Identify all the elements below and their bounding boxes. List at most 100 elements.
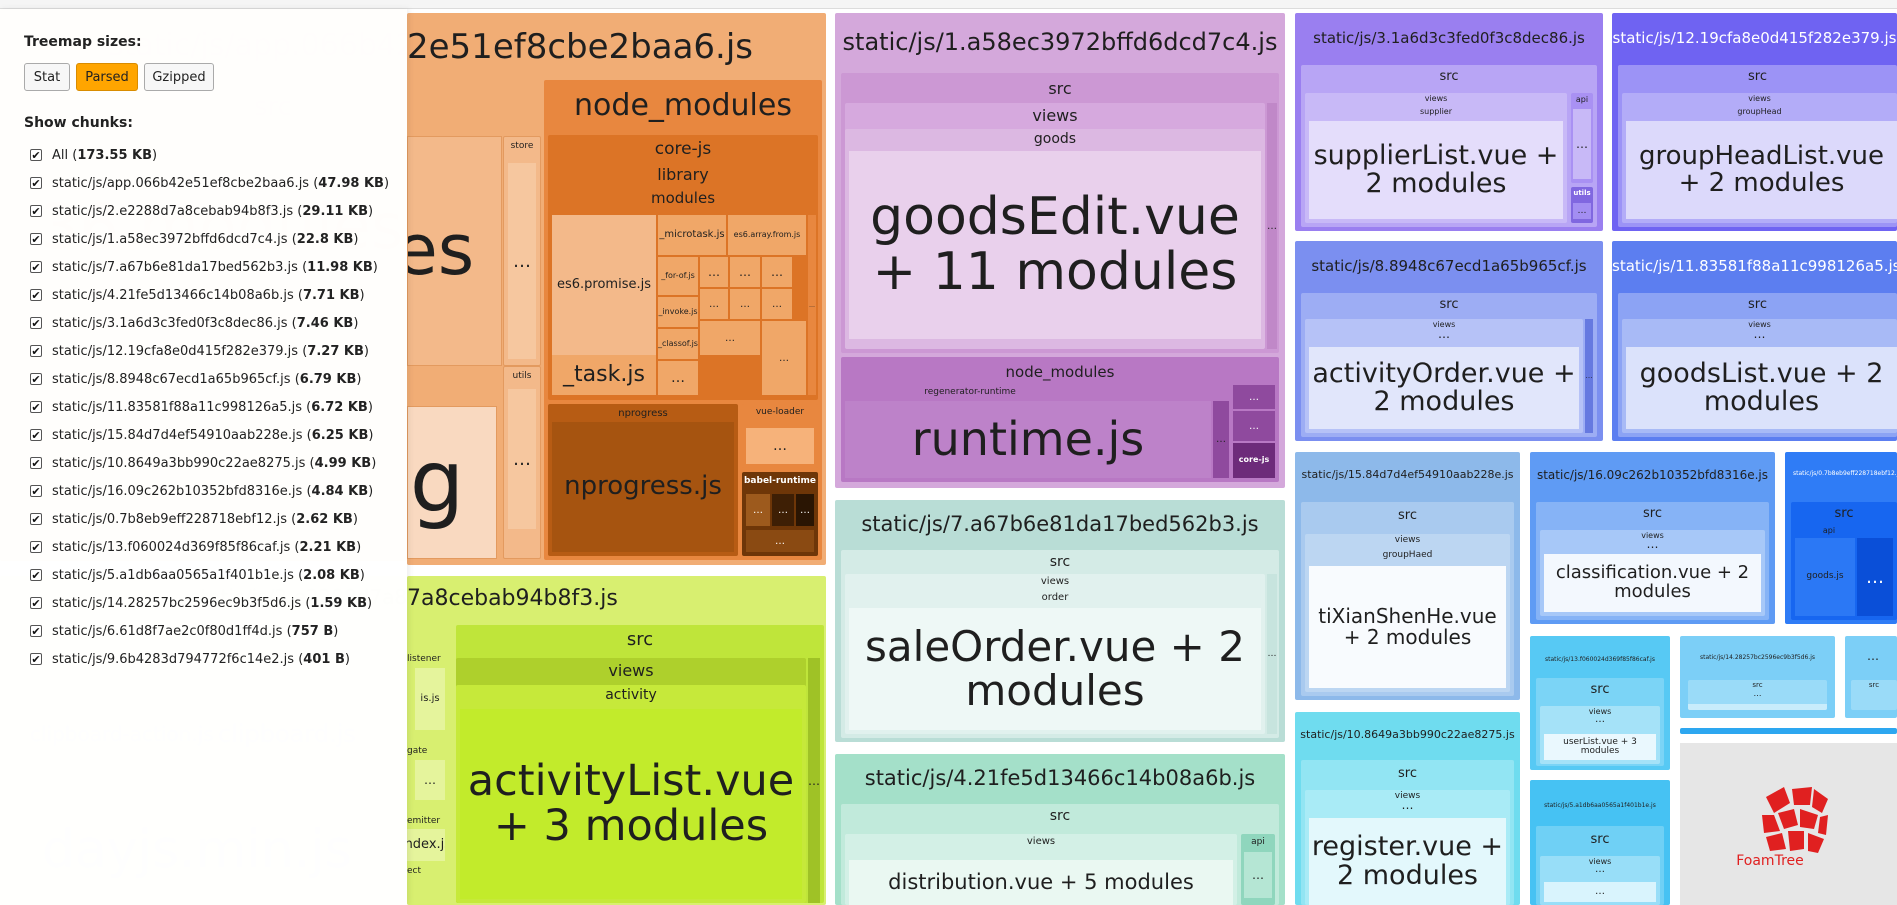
chunk3-api[interactable]: api … xyxy=(1571,93,1593,183)
chunk8[interactable]: static/js/8.8948c67ecd1a65b965cf.js src … xyxy=(1295,241,1603,441)
register-module[interactable]: register.vue + 2 modules xyxy=(1309,818,1506,905)
distribution-module[interactable]: distribution.vue + 5 modules xyxy=(849,860,1233,905)
checkbox-checked-icon[interactable]: ✔ xyxy=(30,400,42,414)
chunk4-api[interactable]: api … xyxy=(1241,834,1275,905)
chunk7-src[interactable]: src views order saleOrder.vue + 2 module… xyxy=(841,550,1279,738)
chunk3-utils[interactable]: utils … xyxy=(1571,187,1593,223)
chunk-checkbox-row[interactable]: ✔static/js/12.19cfa8e0d415f282e379.js (7… xyxy=(30,340,369,362)
chunk-checkbox-row[interactable]: ✔static/js/2.e2288d7a8cebab94b8f3.js (29… xyxy=(30,200,373,222)
size-button-gzipped[interactable]: Gzipped xyxy=(144,63,214,91)
chunk0-goods-module[interactable]: goods.js xyxy=(1795,538,1855,616)
chunk7-views-more[interactable]: … xyxy=(1267,574,1277,734)
chunk16[interactable]: static/js/16.09c262b10352bfd8316e.js src… xyxy=(1530,452,1775,624)
core-js-more-7[interactable]: … xyxy=(700,321,760,355)
group-head-list-module[interactable]: groupHeadList.vue + 2 modules xyxy=(1626,121,1897,219)
chunk5[interactable]: static/js/5.a1db6aa0565a1f401b1e.js src … xyxy=(1530,780,1670,905)
is-js-module[interactable]: is.js xyxy=(415,668,445,730)
chunk12-src[interactable]: src views groupHead groupHeadList.vue + … xyxy=(1618,65,1897,227)
chunk15-src[interactable]: src views groupHaed tiXianShenHe.vue + 2… xyxy=(1301,502,1514,696)
chunk5-src[interactable]: src views … … xyxy=(1536,826,1664,905)
nprogress-group[interactable]: nprogress nprogress.js xyxy=(548,404,738,556)
chunk4-src[interactable]: src views distribution.vue + 5 modules a… xyxy=(841,804,1279,905)
chunk13[interactable]: static/js/13.f060024d369f85f86caf.js src… xyxy=(1530,636,1670,770)
checkbox-checked-icon[interactable]: ✔ xyxy=(30,484,42,498)
node-modules-group[interactable]: node_modules core-js library modules es6… xyxy=(544,80,822,560)
chunk16-views[interactable]: views … classification.vue + 2 modules xyxy=(1540,530,1765,616)
chunk4[interactable]: static/js/4.21fe5d13466c14b08a6b.js src … xyxy=(835,754,1285,905)
chunk-checkbox-row[interactable]: ✔static/js/7.a67b6e81da17bed562b3.js (11… xyxy=(30,256,378,278)
chunk3-src[interactable]: src views supplier supplierList.vue + 2 … xyxy=(1301,65,1597,227)
store-more[interactable]: … xyxy=(508,163,536,359)
app-chunk[interactable]: 2e51ef8cbe2baa6.js es g store … utils … … xyxy=(407,13,826,565)
chunk-checkbox-row[interactable]: ✔static/js/6.61d8f7ae2c0f80d1ff4d.js (75… xyxy=(30,620,338,642)
chunk-checkbox-row[interactable]: ✔static/js/16.09c262b10352bfd8316e.js (4… xyxy=(30,480,373,502)
chunk-checkbox-row[interactable]: ✔static/js/14.28257bc2596ec9b3f5d6.js (1… xyxy=(30,592,372,614)
chunk12-views[interactable]: views groupHead groupHeadList.vue + 2 mo… xyxy=(1622,93,1897,223)
nprogress-js-module[interactable]: nprogress.js xyxy=(552,422,734,552)
babel-runtime-more-2[interactable]: … xyxy=(772,494,794,526)
checkbox-checked-icon[interactable]: ✔ xyxy=(30,568,42,582)
chunk1-node-more-3[interactable]: … xyxy=(1233,411,1275,441)
task-module[interactable]: _task.js xyxy=(552,355,656,395)
checkbox-checked-icon[interactable]: ✔ xyxy=(30,148,42,162)
chunk13-src[interactable]: src views … userList.vue + 3 modules xyxy=(1536,678,1664,766)
chunk6-src[interactable]: src xyxy=(1851,680,1897,710)
runtime-js-module[interactable]: runtime.js xyxy=(845,401,1211,478)
chunk16-src[interactable]: src views … classification.vue + 2 modul… xyxy=(1536,502,1769,620)
index-js-module[interactable]: index.js xyxy=(407,829,445,861)
chunk8-views[interactable]: views … activityOrder.vue + 2 modules xyxy=(1305,319,1583,433)
chunk-checkbox-row[interactable]: ✔static/js/app.066b42e51ef8cbe2baa6.js (… xyxy=(30,172,389,194)
core-js-more-2[interactable]: … xyxy=(730,257,760,287)
chunk-checkbox-row[interactable]: ✔static/js/3.1a6d3c3fed0f3c8dec86.js (7.… xyxy=(30,312,358,334)
sale-order-module[interactable]: saleOrder.vue + 2 modules xyxy=(849,608,1261,730)
activity-list-module[interactable]: activityList.vue + 3 modules xyxy=(460,709,802,899)
foamtree-logo-icon[interactable] xyxy=(1760,785,1830,855)
chunk2[interactable]: 7a8cebab94b8f3.js listener is.js gate … … xyxy=(407,576,826,905)
utils-more[interactable]: … xyxy=(508,389,536,529)
chunk11[interactable]: static/js/11.83581f88a11c998126a5.js src… xyxy=(1612,241,1897,441)
chunk-checkbox-row[interactable]: ✔static/js/1.a58ec3972bffd6dcd7c4.js (22… xyxy=(30,228,358,250)
chunk1-node-modules[interactable]: node_modules regenerator-runtime runtime… xyxy=(841,357,1279,482)
chunk10-src[interactable]: src views … register.vue + 2 modules xyxy=(1301,760,1514,905)
checkbox-checked-icon[interactable]: ✔ xyxy=(30,624,42,638)
chunk6-more[interactable]: … xyxy=(1867,649,1879,663)
chunk-checkbox-row[interactable]: ✔static/js/11.83581f88a11c998126a5.js (6… xyxy=(30,396,373,418)
chunk3[interactable]: static/js/3.1a6d3c3fed0f3c8dec86.js src … xyxy=(1295,13,1603,231)
chunk14[interactable]: static/js/14.28257bc2596ec9b3f5d6.js src… xyxy=(1680,636,1835,718)
chunk4-api-more[interactable]: … xyxy=(1244,852,1272,898)
chunk-checkbox-row[interactable]: ✔static/js/4.21fe5d13466c14b08a6b.js (7.… xyxy=(30,284,365,306)
babel-runtime-more-4[interactable]: … xyxy=(746,530,814,552)
chunk3-views[interactable]: views supplier supplierList.vue + 2 modu… xyxy=(1305,93,1567,223)
checkbox-checked-icon[interactable]: ✔ xyxy=(30,288,42,302)
core-js-more-3[interactable]: … xyxy=(762,257,792,287)
classification-module[interactable]: classification.vue + 2 modules xyxy=(1544,554,1761,612)
checkbox-checked-icon[interactable]: ✔ xyxy=(30,372,42,386)
chunk6[interactable]: … src xyxy=(1845,636,1897,718)
chunk0-src[interactable]: src api goods.js … xyxy=(1791,502,1897,620)
core-js-more-4[interactable]: … xyxy=(700,289,728,319)
utils-group[interactable]: utils … xyxy=(503,366,541,559)
chunk3-utils-more[interactable]: … xyxy=(1573,203,1591,219)
checkbox-checked-icon[interactable]: ✔ xyxy=(30,540,42,554)
microtask-module[interactable]: _microtask.js xyxy=(658,215,726,255)
chunk11-src[interactable]: src views … goodsList.vue + 2 modules xyxy=(1618,293,1897,437)
chunk1-node-more-2[interactable]: … xyxy=(1233,385,1275,409)
babel-runtime-group[interactable]: babel-runtime … … … … xyxy=(742,472,818,556)
es6-array-from-module[interactable]: es6.array.from.js xyxy=(728,215,806,255)
chunk3-api-more[interactable]: … xyxy=(1573,109,1591,179)
chunk1-views[interactable]: views goods goodsEdit.vue + 11 modules xyxy=(845,103,1265,349)
chunk4-views[interactable]: views distribution.vue + 5 modules xyxy=(845,834,1237,905)
goods-list-module[interactable]: goodsList.vue + 2 modules xyxy=(1626,347,1897,429)
chunk2-delegate-more[interactable]: … xyxy=(415,760,445,800)
core-js-group[interactable]: core-js library modules es6.promise.js _… xyxy=(548,135,818,400)
core-js-more-8[interactable]: … xyxy=(658,361,698,395)
checkbox-checked-icon[interactable]: ✔ xyxy=(30,456,42,470)
chunk7-views[interactable]: views order saleOrder.vue + 2 modules xyxy=(845,574,1265,734)
checkbox-checked-icon[interactable]: ✔ xyxy=(30,596,42,610)
chunk-checkbox-row[interactable]: ✔static/js/13.f060024d369f85f86caf.js (2… xyxy=(30,536,361,558)
chunk1-views-more[interactable]: … xyxy=(1267,103,1277,349)
classof-module[interactable]: _classof.js xyxy=(658,329,698,359)
chunk14-src[interactable]: src … xyxy=(1688,680,1827,710)
chunk7[interactable]: static/js/7.a67b6e81da17bed562b3.js src … xyxy=(835,500,1285,742)
checkbox-checked-icon[interactable]: ✔ xyxy=(30,652,42,666)
